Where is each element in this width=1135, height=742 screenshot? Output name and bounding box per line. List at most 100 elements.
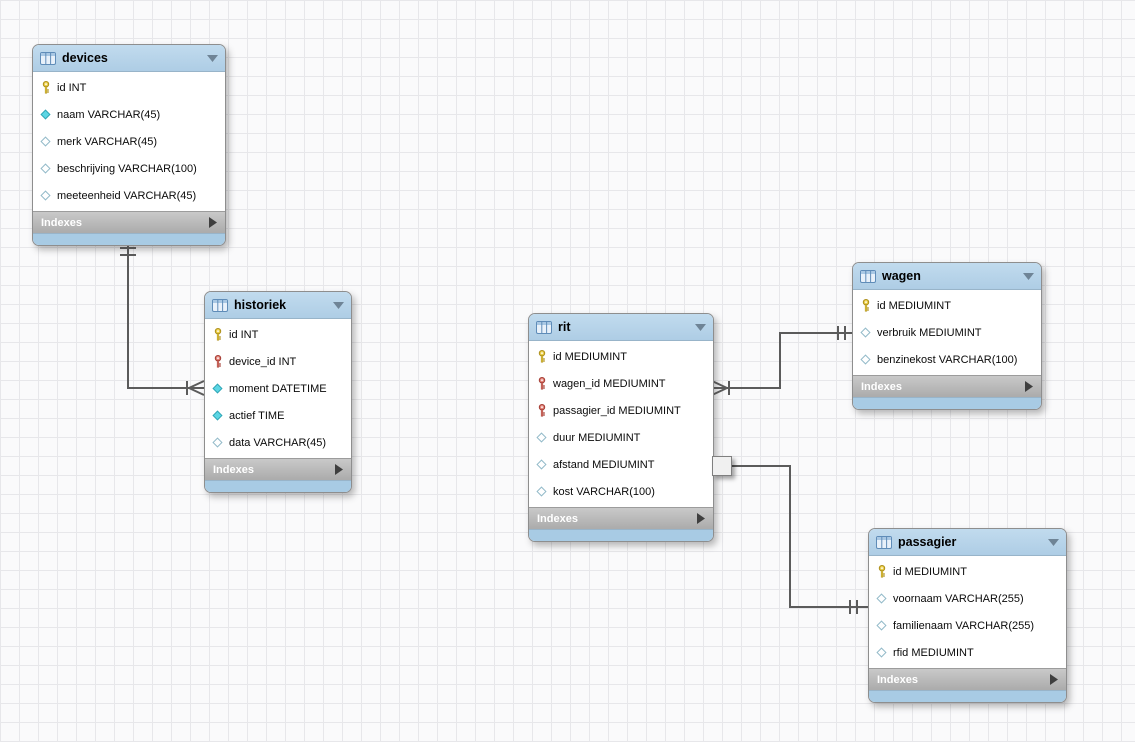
nullable-diamond-icon xyxy=(875,592,888,605)
column-row[interactable]: rfid MEDIUMINT xyxy=(869,639,1066,666)
table-footer xyxy=(869,690,1066,702)
column-row[interactable]: id INT xyxy=(205,321,351,348)
column-row[interactable]: afstand MEDIUMINT xyxy=(529,451,713,478)
table-icon xyxy=(536,320,552,334)
indexes-section[interactable]: Indexes xyxy=(33,211,225,233)
column-row[interactable]: wagen_id MEDIUMINT xyxy=(529,370,713,397)
table-footer xyxy=(205,480,351,492)
table-historiek[interactable]: historiek id INT device_id INT moment DA… xyxy=(204,291,352,493)
column-row[interactable]: kost VARCHAR(100) xyxy=(529,478,713,505)
column-row[interactable]: duur MEDIUMINT xyxy=(529,424,713,451)
column-row[interactable]: beschrijving VARCHAR(100) xyxy=(33,155,225,182)
column-row[interactable]: meeteenheid VARCHAR(45) xyxy=(33,182,225,209)
nullable-diamond-icon xyxy=(211,436,224,449)
column-row[interactable]: id MEDIUMINT xyxy=(869,558,1066,585)
table-rit-header[interactable]: rit xyxy=(529,314,713,341)
table-title: passagier xyxy=(898,535,957,549)
nullable-diamond-icon xyxy=(535,458,548,471)
column-label: id INT xyxy=(57,81,87,94)
column-label: beschrijving VARCHAR(100) xyxy=(57,162,197,175)
column-label: wagen_id MEDIUMINT xyxy=(553,377,666,390)
indexes-section[interactable]: Indexes xyxy=(853,375,1041,397)
column-row[interactable]: naam VARCHAR(45) xyxy=(33,101,225,128)
table-icon xyxy=(876,535,892,549)
indexes-section[interactable]: Indexes xyxy=(869,668,1066,690)
column-row[interactable]: verbruik MEDIUMINT xyxy=(853,319,1041,346)
column-label: afstand MEDIUMINT xyxy=(553,458,655,471)
column-row[interactable]: id MEDIUMINT xyxy=(853,292,1041,319)
table-icon xyxy=(40,51,56,65)
primary-key-icon xyxy=(211,328,224,341)
table-devices[interactable]: devices id INT naam VARCHAR(45) merk VAR… xyxy=(32,44,226,246)
table-wagen-columns: id MEDIUMINT verbruik MEDIUMINT benzinek… xyxy=(853,290,1041,375)
table-historiek-header[interactable]: historiek xyxy=(205,292,351,319)
foreign-key-icon xyxy=(211,355,224,368)
table-wagen[interactable]: wagen id MEDIUMINT verbruik MEDIUMINT be… xyxy=(852,262,1042,410)
table-rit[interactable]: rit id MEDIUMINT wagen_id MEDIUMINT pass… xyxy=(528,313,714,542)
column-row[interactable]: device_id INT xyxy=(205,348,351,375)
table-title: wagen xyxy=(882,269,921,283)
column-label: rfid MEDIUMINT xyxy=(893,646,974,659)
table-wagen-header[interactable]: wagen xyxy=(853,263,1041,290)
column-row[interactable]: merk VARCHAR(45) xyxy=(33,128,225,155)
column-label: merk VARCHAR(45) xyxy=(57,135,158,148)
table-rit-columns: id MEDIUMINT wagen_id MEDIUMINT passagie… xyxy=(529,341,713,507)
table-title: rit xyxy=(558,320,571,334)
column-label: id MEDIUMINT xyxy=(553,350,627,363)
column-label: naam VARCHAR(45) xyxy=(57,108,161,121)
table-icon xyxy=(212,298,228,312)
column-row[interactable]: data VARCHAR(45) xyxy=(205,429,351,456)
column-label: verbruik MEDIUMINT xyxy=(877,326,982,339)
column-row[interactable]: id MEDIUMINT xyxy=(529,343,713,370)
relationship-rit-wagen[interactable] xyxy=(711,326,852,396)
column-label: benzinekost VARCHAR(100) xyxy=(877,353,1018,366)
table-footer xyxy=(33,233,225,245)
indexes-label: Indexes xyxy=(877,673,918,686)
column-label: moment DATETIME xyxy=(229,382,327,395)
table-passagier[interactable]: passagier id MEDIUMINT voornaam VARCHAR(… xyxy=(868,528,1067,703)
notnull-diamond-icon xyxy=(211,382,224,395)
table-devices-header[interactable]: devices xyxy=(33,45,225,72)
column-row[interactable]: moment DATETIME xyxy=(205,375,351,402)
column-label: kost VARCHAR(100) xyxy=(553,485,655,498)
expand-arrow-icon xyxy=(697,513,705,524)
indexes-section[interactable]: Indexes xyxy=(529,507,713,529)
column-label: voornaam VARCHAR(255) xyxy=(893,592,1024,605)
expand-arrow-icon xyxy=(209,217,217,228)
primary-key-icon xyxy=(859,299,872,312)
collapse-arrow-icon[interactable] xyxy=(1048,538,1059,546)
nullable-diamond-icon xyxy=(535,485,548,498)
nullable-diamond-icon xyxy=(859,353,872,366)
indexes-section[interactable]: Indexes xyxy=(205,458,351,480)
table-historiek-columns: id INT device_id INT moment DATETIME act… xyxy=(205,319,351,458)
indexes-label: Indexes xyxy=(41,216,82,229)
nullable-diamond-icon xyxy=(875,646,888,659)
nullable-diamond-icon xyxy=(875,619,888,632)
notnull-diamond-icon xyxy=(39,108,52,121)
collapse-arrow-icon[interactable] xyxy=(207,54,218,62)
primary-key-icon xyxy=(39,81,52,94)
column-row[interactable]: actief TIME xyxy=(205,402,351,429)
primary-key-icon xyxy=(535,350,548,363)
indexes-label: Indexes xyxy=(861,380,902,393)
primary-key-icon xyxy=(875,565,888,578)
column-row[interactable]: passagier_id MEDIUMINT xyxy=(529,397,713,424)
notnull-diamond-icon xyxy=(211,409,224,422)
relationship-devices-historiek[interactable] xyxy=(120,237,205,396)
relationship-rit-passagier[interactable] xyxy=(711,458,868,614)
collapse-arrow-icon[interactable] xyxy=(695,323,706,331)
foreign-key-icon xyxy=(535,377,548,390)
table-passagier-header[interactable]: passagier xyxy=(869,529,1066,556)
indexes-label: Indexes xyxy=(537,512,578,525)
collapse-arrow-icon[interactable] xyxy=(1023,272,1034,280)
column-row[interactable]: benzinekost VARCHAR(100) xyxy=(853,346,1041,373)
column-row[interactable]: familienaam VARCHAR(255) xyxy=(869,612,1066,639)
relationship-handle[interactable] xyxy=(712,456,732,476)
expand-arrow-icon xyxy=(335,464,343,475)
column-row[interactable]: id INT xyxy=(33,74,225,101)
collapse-arrow-icon[interactable] xyxy=(333,301,344,309)
column-label: duur MEDIUMINT xyxy=(553,431,641,444)
column-row[interactable]: voornaam VARCHAR(255) xyxy=(869,585,1066,612)
